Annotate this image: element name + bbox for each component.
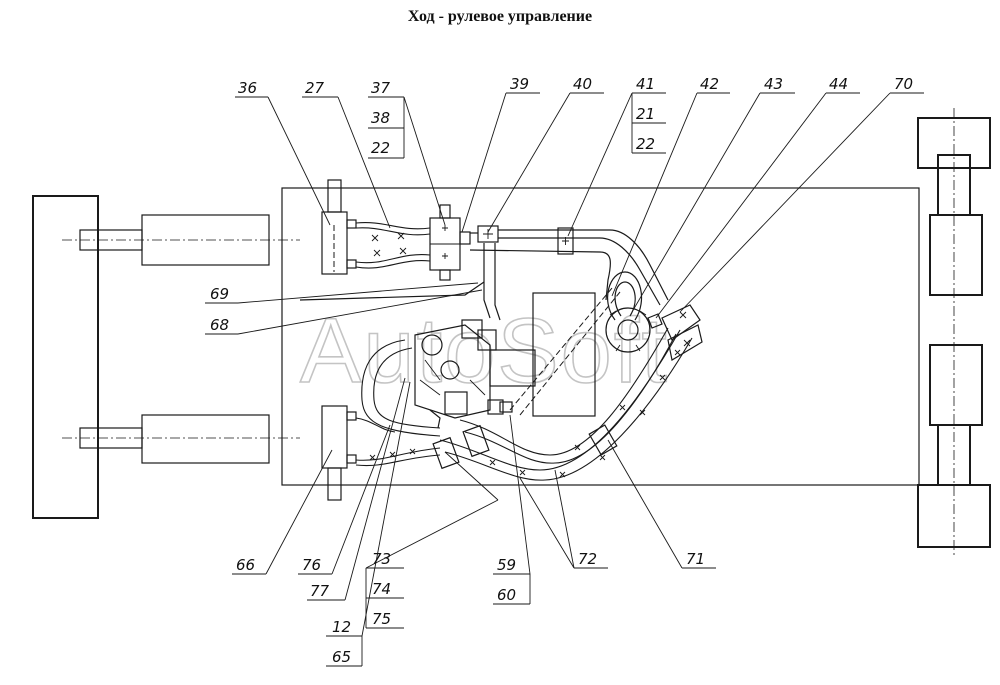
engine-block: [532, 292, 596, 417]
callout-72: 72: [578, 550, 597, 568]
callout-40: 40: [573, 75, 592, 93]
callout-22-right: 22: [636, 135, 655, 153]
callout-36: 36: [238, 79, 257, 97]
filter-assembly: [605, 271, 663, 353]
upper-hoses: [355, 221, 431, 269]
callout-60: 60: [497, 586, 516, 604]
callout-41: 41: [636, 75, 655, 93]
upper-bracket: [321, 179, 357, 275]
callout-68: 68: [210, 316, 229, 334]
right-axle: [917, 108, 991, 555]
callout-44: 44: [829, 75, 848, 93]
tee-fitting: [477, 225, 499, 243]
lower-steering-cylinder: [62, 414, 300, 464]
callout-69: 69: [210, 285, 229, 303]
callout-59: 59: [497, 556, 516, 574]
hydraulic-pump: [414, 319, 536, 429]
return-line: [469, 249, 611, 301]
left-axle-beam: [32, 195, 99, 519]
callout-21: 21: [636, 105, 655, 123]
callout-39: 39: [510, 75, 529, 93]
diagram-title: Ход - рулевое управление: [407, 8, 593, 25]
callout-74: 74: [372, 580, 391, 598]
distributor-block: [429, 204, 471, 281]
lower-bracket: [321, 405, 357, 501]
callout-71: 71: [686, 550, 705, 568]
callout-70: 70: [894, 75, 913, 93]
upper-steering-cylinder: [62, 214, 300, 266]
callout-73: 73: [372, 550, 391, 568]
rear-connector: [661, 304, 703, 361]
callout-12: 12: [332, 618, 351, 636]
leader-lines: [205, 92, 924, 667]
callout-42: 42: [700, 75, 719, 93]
callout-43: 43: [764, 75, 783, 93]
callout-66: 66: [236, 556, 255, 574]
callout-77: 77: [310, 582, 330, 600]
callout-76: 76: [302, 556, 321, 574]
frame-outline: [281, 187, 920, 486]
pipe-clamp: [557, 227, 574, 255]
watermark: AutoSoft: [300, 300, 669, 402]
upper-pressure-lines: [299, 229, 669, 321]
callout-22-left: 22: [371, 139, 390, 157]
callout-38: 38: [371, 109, 390, 127]
callout-65: 65: [332, 648, 351, 666]
callout-37: 37: [371, 79, 391, 97]
callout-75: 75: [372, 610, 391, 628]
lower-hose-bundle: [439, 327, 693, 481]
callout-27: 27: [305, 79, 325, 97]
